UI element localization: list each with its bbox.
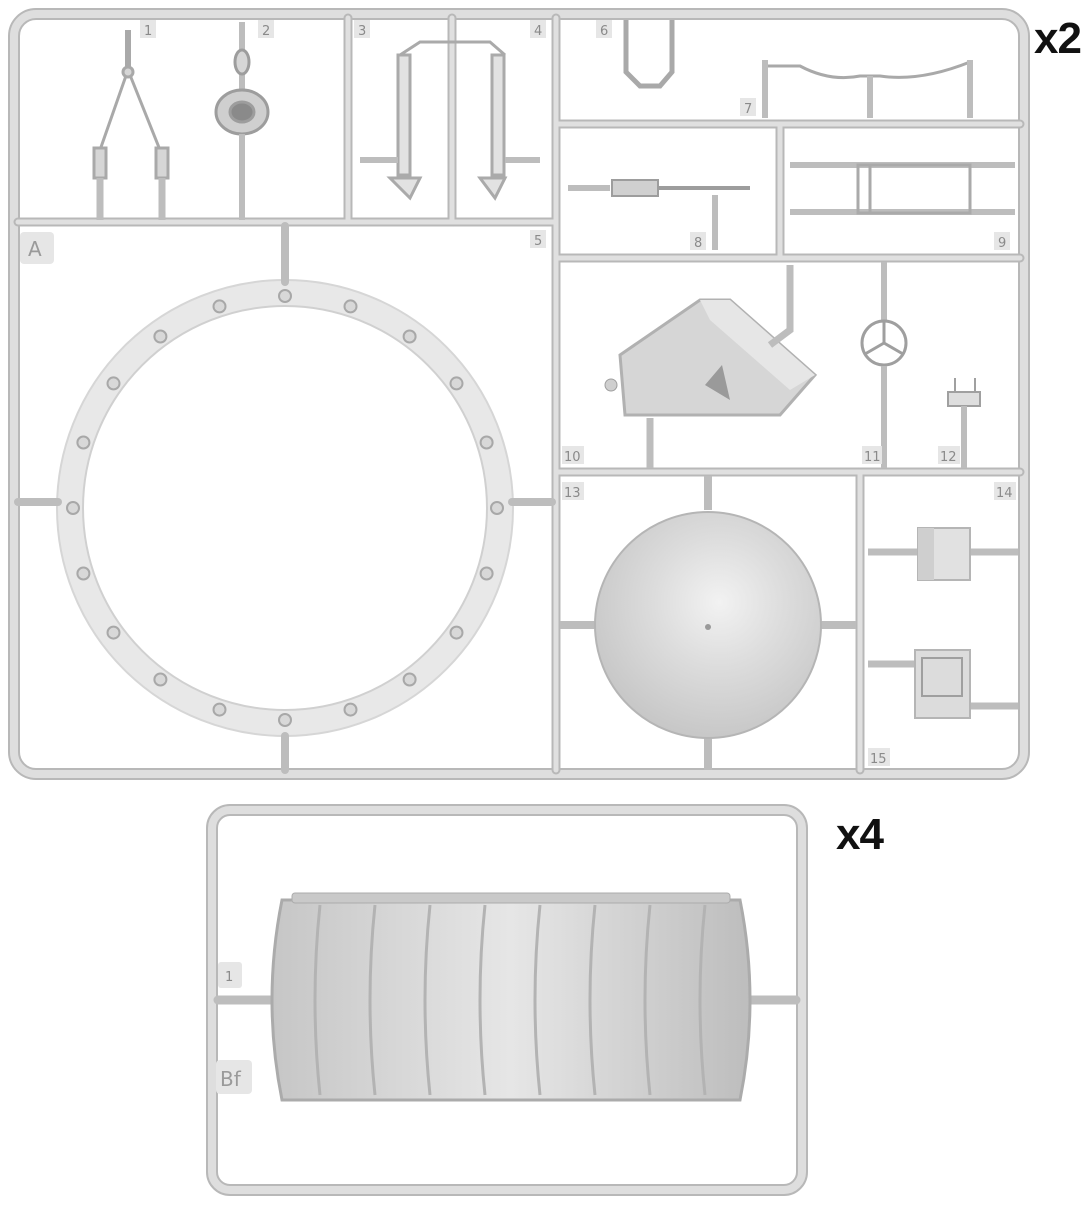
tire-tread bbox=[588, 904, 597, 1096]
part-number-2: 2 bbox=[262, 24, 270, 39]
sprue-b-multiplier: x4 bbox=[836, 810, 884, 859]
ring-bolt bbox=[343, 702, 358, 717]
part-b1-tire bbox=[270, 892, 752, 1102]
part-14-block bbox=[868, 527, 1018, 581]
ring-bolt bbox=[490, 501, 504, 515]
ring-gates bbox=[14, 222, 556, 774]
sprue-a-frame-inner bbox=[10, 10, 1028, 778]
ring-bolt bbox=[153, 672, 168, 687]
ring-bolt bbox=[106, 376, 121, 391]
ring-bolt bbox=[106, 625, 121, 640]
ring-bolt bbox=[402, 672, 417, 687]
part-8-shaft bbox=[568, 179, 750, 250]
part-2-fitting bbox=[214, 22, 270, 220]
part-number-7: 7 bbox=[744, 102, 752, 117]
ring-bolt bbox=[479, 566, 494, 581]
sprue-b-part-number-1: 1 bbox=[225, 970, 233, 985]
ring-bolt bbox=[479, 435, 494, 450]
part-12-clip bbox=[947, 378, 981, 468]
tire-tread bbox=[423, 904, 432, 1096]
ring-bolt bbox=[278, 713, 292, 727]
tire-tread bbox=[478, 904, 487, 1096]
part-number-11: 11 bbox=[864, 450, 881, 465]
part-1-bracket bbox=[92, 30, 170, 220]
ring-bolt bbox=[153, 329, 168, 344]
part-15-plate bbox=[868, 649, 1018, 719]
part-number-15: 15 bbox=[870, 752, 887, 767]
part-13-sphere bbox=[560, 476, 856, 770]
part-11-handwheel bbox=[860, 262, 908, 468]
tire-tread bbox=[698, 904, 707, 1096]
ring-bolt bbox=[66, 501, 80, 515]
sprue-b-letter: Bf bbox=[220, 1067, 242, 1091]
ring-bolt bbox=[343, 299, 358, 314]
part-number-12: 12 bbox=[940, 450, 957, 465]
tire-tread bbox=[368, 904, 377, 1096]
sprue-a-letter: A bbox=[28, 237, 42, 261]
ring-bolt bbox=[212, 702, 227, 717]
part-9-frame bbox=[790, 162, 1015, 215]
part-number-1: 1 bbox=[144, 24, 152, 39]
part-number-8: 8 bbox=[694, 236, 702, 251]
part-10-housing bbox=[604, 265, 818, 468]
ring-bolt bbox=[212, 299, 227, 314]
part-number-14: 14 bbox=[996, 486, 1013, 501]
part-number-13: 13 bbox=[564, 486, 581, 501]
part-ring bbox=[56, 279, 514, 737]
ring-bolt bbox=[449, 625, 464, 640]
ring-bolt bbox=[449, 376, 464, 391]
part-number-10: 10 bbox=[564, 450, 581, 465]
part-number-5: 5 bbox=[534, 234, 542, 249]
tire-treads bbox=[313, 904, 707, 1096]
ring-bolt bbox=[76, 566, 91, 581]
part-number-6: 6 bbox=[600, 24, 608, 39]
part-6-bracket bbox=[623, 20, 675, 89]
sprue-a-labels: A 1 2 3 4 5 6 7 8 9 10 11 12 13 14 15 bbox=[20, 20, 1016, 767]
part-7-rod bbox=[762, 60, 973, 118]
part-number-9: 9 bbox=[998, 236, 1006, 251]
part-3-4-frames bbox=[360, 40, 540, 201]
tire-tread bbox=[643, 904, 652, 1096]
sprue-b-labels: 1 Bf bbox=[216, 962, 252, 1094]
ring-bolts bbox=[66, 289, 504, 727]
tire-tread bbox=[533, 904, 542, 1096]
sprue-a-runners-light bbox=[15, 15, 1023, 773]
part-number-4: 4 bbox=[534, 24, 542, 39]
sprue-b-frame bbox=[206, 804, 808, 1196]
tire-tread bbox=[313, 904, 322, 1096]
sprue-a-multiplier: x2 bbox=[1034, 14, 1082, 63]
sprue-a-runners bbox=[13, 13, 1025, 775]
ring-bolt bbox=[278, 289, 292, 303]
part-number-3: 3 bbox=[358, 24, 366, 39]
ring-bolt bbox=[402, 329, 417, 344]
ring-bolt bbox=[76, 435, 91, 450]
